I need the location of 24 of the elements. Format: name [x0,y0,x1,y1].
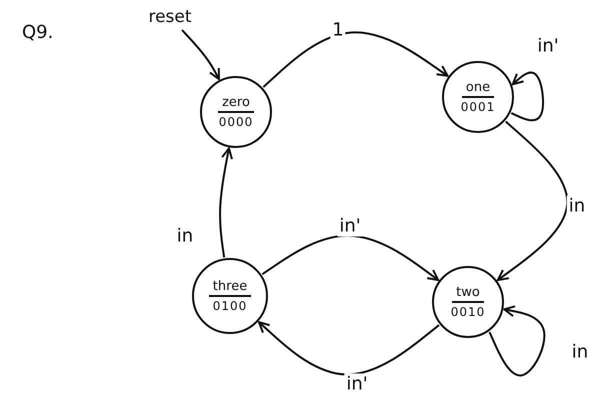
transition-arrow [262,234,440,282]
state-name: two [452,285,484,303]
transition-arrow [488,305,546,376]
input-label: reset [142,4,198,30]
state-circle [200,76,272,148]
state-name: zero [218,95,254,113]
transition-arrow [510,72,544,122]
transition-arrow [181,29,220,80]
transition-arrow [496,120,568,282]
edge-label: 1 [330,20,346,40]
transition-arrow [258,321,440,376]
state-code: 0100 [212,298,248,313]
state-circle [432,266,504,338]
state-name: one [462,80,494,98]
transition-arrow [262,32,449,88]
state-circle [442,61,514,133]
edge-label: in' [337,216,363,236]
transition-arrow [219,147,233,258]
state-code: 0000 [218,114,254,129]
state-code: 0010 [450,304,486,319]
question-number: Q9. [22,22,54,43]
state-code: 0001 [460,99,496,114]
state-circle [192,258,268,334]
state-name: three [208,279,252,297]
